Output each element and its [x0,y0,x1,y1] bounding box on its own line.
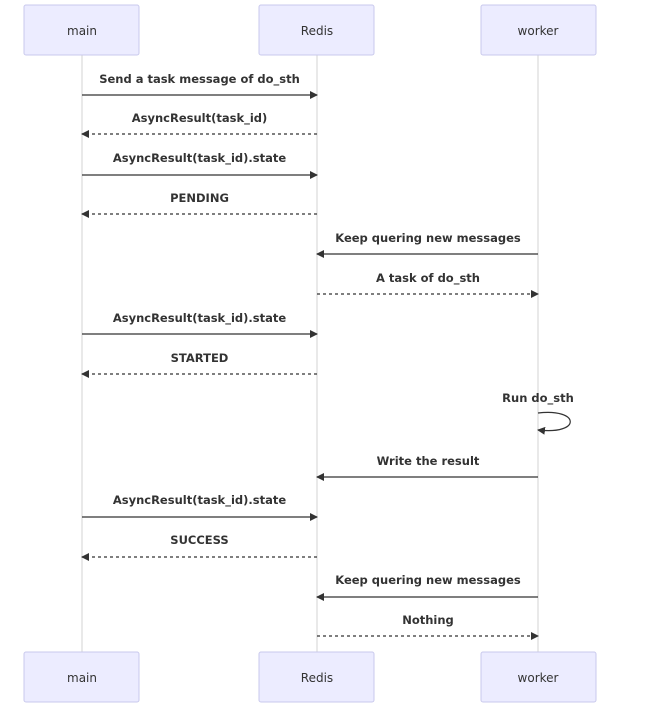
actor-redis-top: Redis [258,4,375,56]
message-label: AsyncResult(task_id).state [113,311,287,326]
message-8: STARTED [81,351,317,378]
bottom-edge [0,703,651,708]
message-13: Keep quering new messages [316,573,538,601]
message-label: Keep quering new messages [335,573,521,587]
actor-main-top: main [23,4,140,56]
message-14: Nothing [317,613,539,640]
actor-worker-bottom-label: worker [518,671,559,685]
message-label: AsyncResult(task_id).state [113,151,287,166]
message-label: Write the result [377,454,480,468]
message-3: AsyncResult(task_id).state [82,151,318,179]
message-11: AsyncResult(task_id).state [82,493,318,521]
message-7: AsyncResult(task_id).state [82,311,318,338]
actor-worker-top: worker [480,4,597,56]
message-label: AsyncResult(task_id) [132,111,268,126]
message-5: Keep quering new messages [316,231,538,258]
message-label: AsyncResult(task_id).state [113,493,287,508]
message-label: SUCCESS [170,533,228,547]
actor-main-bottom-label: main [67,671,97,685]
actor-main-top-label: main [67,24,97,38]
actor-redis-bottom: Redis [258,651,375,703]
message-6: A task of do_sth [317,271,539,298]
message-label: A task of do_sth [376,271,480,286]
message-label: Run do_sth [502,391,574,406]
message-label: Keep quering new messages [335,231,521,245]
message-label: PENDING [170,191,229,205]
actor-redis-bottom-label: Redis [301,671,333,685]
actor-worker-top-label: worker [518,24,559,38]
message-2: AsyncResult(task_id) [81,111,317,138]
message-label: STARTED [171,351,229,365]
message-9-self: Run do_sth [502,391,574,435]
message-12: SUCCESS [81,533,317,561]
message-label: Nothing [402,613,454,627]
actor-main-bottom: main [23,651,140,703]
message-4: PENDING [81,191,317,218]
message-10: Write the result [316,454,538,481]
message-1: Send a task message of do_sth [82,72,318,99]
message-label: Send a task message of do_sth [99,72,300,87]
actor-worker-bottom: worker [480,651,597,703]
actor-redis-top-label: Redis [301,24,333,38]
self-loop-arrow [537,411,571,435]
